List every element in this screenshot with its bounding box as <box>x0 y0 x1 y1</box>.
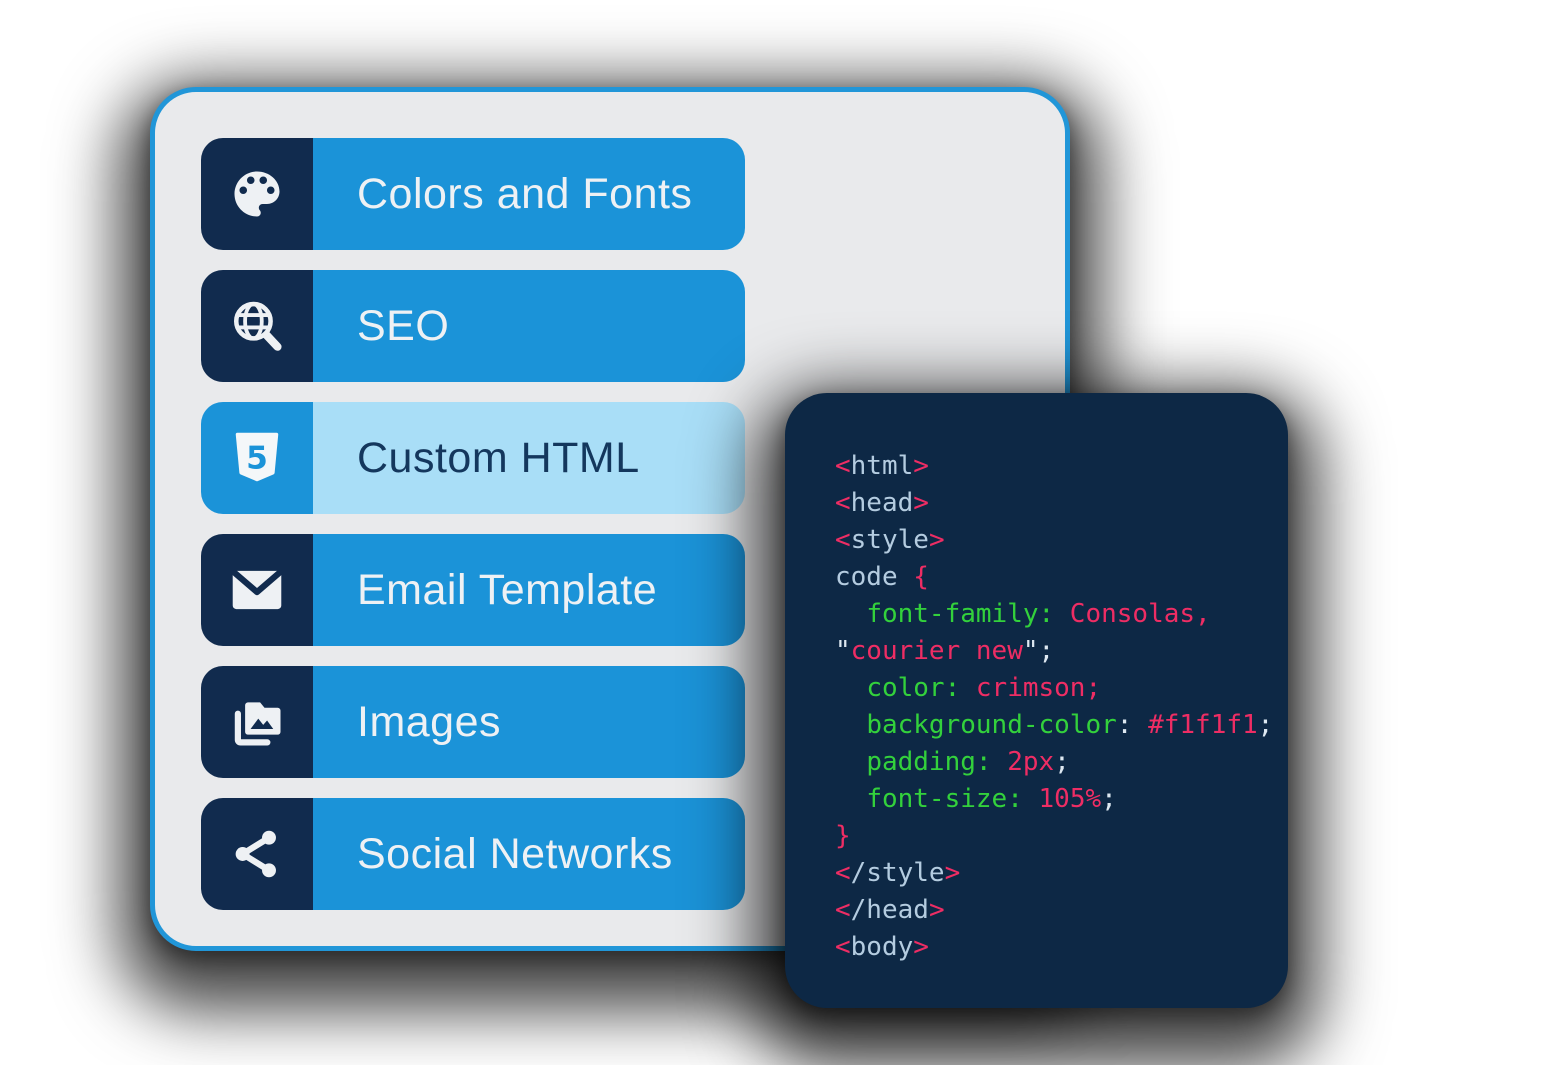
share-icon <box>201 798 313 910</box>
code-editor-panel: <html> <head> <style> code { font-family: C… <box>785 393 1288 1008</box>
code-line: code { <box>835 562 929 592</box>
menu-item-email-template[interactable]: Email Template <box>201 534 745 646</box>
menu-item-label: SEO <box>313 270 745 382</box>
code-snippet: <html> <head> <style> code { font-family: C… <box>785 393 1288 966</box>
menu-item-social-networks[interactable]: Social Networks <box>201 798 745 910</box>
code-line: } <box>835 821 851 851</box>
menu-item-images[interactable]: Images <box>201 666 745 778</box>
code-line: font-size: 105%; <box>866 784 1117 814</box>
code-line: <html> <box>835 451 929 481</box>
code-line: <style> <box>835 525 945 555</box>
menu-item-label: Images <box>313 666 745 778</box>
code-line: font-family: Consolas, <box>866 599 1211 629</box>
code-line: <head> <box>835 488 929 518</box>
html5-icon: 5 <box>201 402 313 514</box>
code-line: background-color: #f1f1f1; <box>866 710 1274 740</box>
code-line: </style> <box>835 858 961 888</box>
menu-item-label: Colors and Fonts <box>313 138 745 250</box>
envelope-icon <box>201 534 313 646</box>
menu-item-label: Custom HTML <box>313 402 745 514</box>
code-line: <body> <box>835 932 929 962</box>
images-folder-icon <box>201 666 313 778</box>
menu-item-label: Email Template <box>313 534 745 646</box>
code-line: padding: 2px; <box>866 747 1070 777</box>
palette-icon <box>201 138 313 250</box>
menu-item-seo[interactable]: SEO <box>201 270 745 382</box>
svg-text:5: 5 <box>246 441 268 477</box>
code-line: "courier new"; <box>835 636 1055 666</box>
code-line: </head> <box>835 895 945 925</box>
seo-search-icon <box>201 270 313 382</box>
code-line: color: crimson; <box>866 673 1102 703</box>
menu-item-custom-html[interactable]: 5 Custom HTML <box>201 402 745 514</box>
menu-item-colors-and-fonts[interactable]: Colors and Fonts <box>201 138 745 250</box>
menu-item-label: Social Networks <box>313 798 745 910</box>
